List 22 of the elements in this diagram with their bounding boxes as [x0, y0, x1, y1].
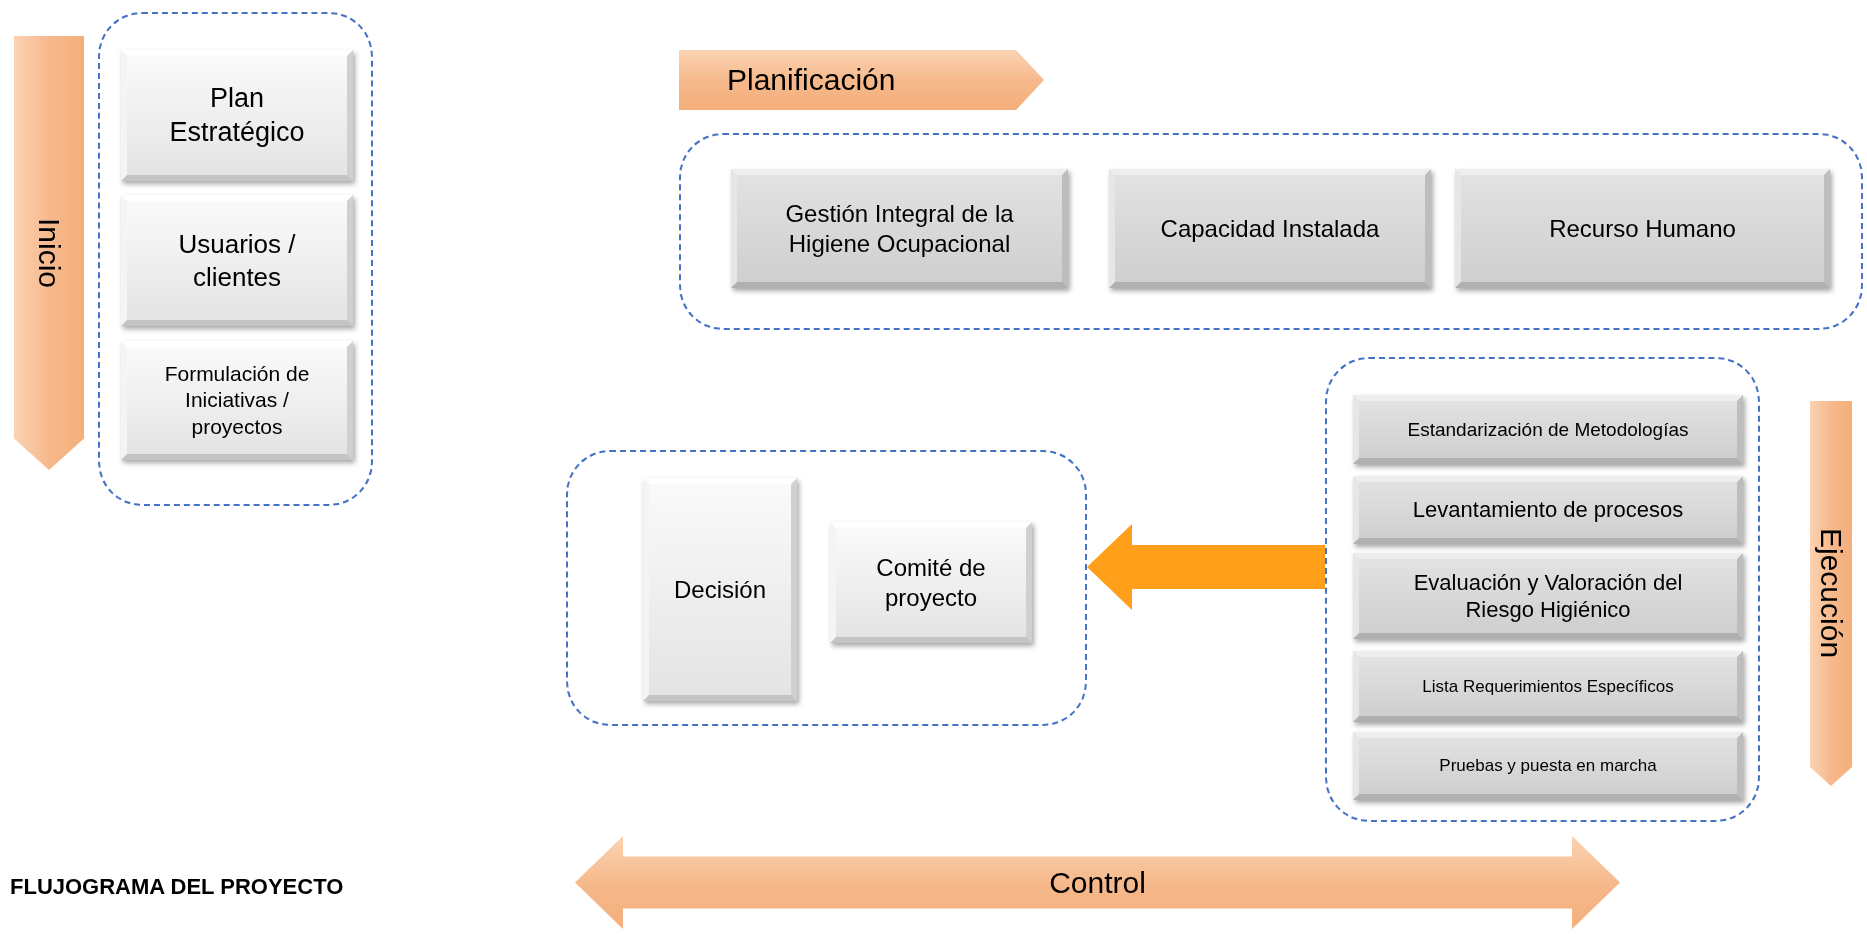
arrow-shape: Planificación	[679, 50, 1044, 110]
dashed-group-frame	[1325, 357, 1760, 822]
dashed-group-frame	[679, 133, 1863, 330]
process-box: Capacidad Instalada	[1109, 169, 1431, 288]
block-arrow	[1087, 524, 1325, 610]
process-box: Usuarios / clientes	[121, 195, 353, 326]
dashed-group-frame	[566, 450, 1087, 726]
process-box: Lista Requerimientos Específicos	[1353, 651, 1743, 722]
process-box: Evaluación y Valoración del Riesgo Higiénico	[1353, 553, 1743, 639]
process-box: Gestión Integral de la Higiene Ocupacional	[731, 169, 1068, 288]
process-box: Estandarización de Metodologías	[1353, 395, 1743, 464]
process-box: Levantamiento de procesos	[1353, 476, 1743, 544]
arrow-shape: Inicio	[14, 36, 84, 470]
dashed-group-frame	[98, 12, 373, 506]
process-box: Recurso Humano	[1455, 169, 1830, 288]
arrow-shape: Control	[575, 836, 1620, 929]
process-box: Comité de proyecto	[830, 522, 1032, 643]
process-box: Formulación de Iniciativas / proyectos	[121, 341, 353, 460]
diagram-title: FLUJOGRAMA DEL PROYECTO	[10, 873, 344, 901]
process-box: Plan Estratégico	[121, 50, 353, 181]
process-box: Decisión	[643, 478, 797, 701]
process-box: Pruebas y puesta en marcha	[1353, 732, 1743, 800]
